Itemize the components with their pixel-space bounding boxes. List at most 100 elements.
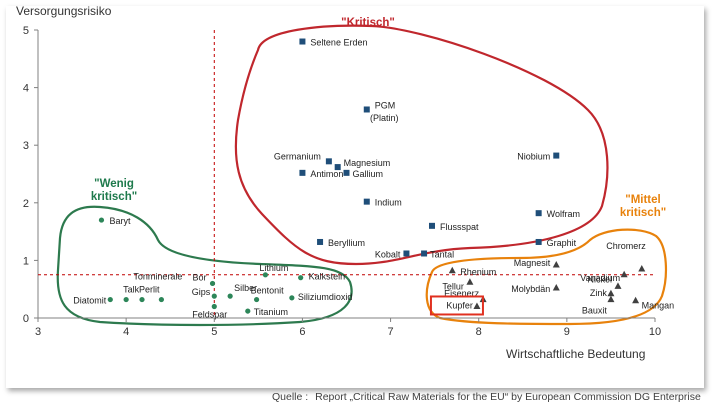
point-wenig-feldspar — [211, 303, 217, 310]
y-axis-label: Versorgungsrisiko — [16, 4, 112, 18]
point-kritisch-antimon — [299, 169, 306, 176]
point-kritisch-indium — [363, 198, 370, 205]
point-wenig-kalkstein — [298, 275, 304, 281]
label-wenig-gips: Gips — [192, 287, 211, 297]
x-axis-label: Wirtschaftliche Bedeutung — [506, 347, 645, 361]
point-mittel-tellur — [466, 278, 474, 285]
kritisch-region-outline — [234, 24, 609, 266]
point-mittel-zink — [607, 289, 615, 297]
label-wenig-diatomit: Diatomit — [73, 296, 107, 306]
point-kritisch-magnesium — [334, 164, 341, 171]
point-wenig-talk — [123, 296, 129, 303]
point-wenig-gips — [211, 293, 217, 299]
label-mittel-mangan: Mangan — [642, 301, 675, 311]
y-tick-label: 1 — [23, 255, 29, 267]
point-wenig-silber — [227, 293, 233, 299]
point-kritisch-kobalt — [403, 250, 410, 257]
point-kritisch-tantal — [421, 250, 428, 257]
point-mittel-rhenium — [448, 266, 456, 274]
point-wenig-lithium — [262, 272, 269, 278]
wenig-region-outline — [56, 205, 353, 327]
label-wenig-baryt: Baryt — [109, 216, 131, 226]
x-tick-label: 5 — [211, 326, 217, 338]
label-mittel-eisenerz: Eisenerz — [444, 289, 480, 299]
point-wenig-titanium — [245, 308, 251, 314]
point-wenig-tonminerale — [158, 296, 164, 303]
label-wenig-titanium: Titanium — [254, 307, 288, 317]
label-kritisch-kobalt: Kobalt — [375, 249, 401, 259]
y-tick-label: 0 — [23, 313, 29, 325]
x-tick-label: 10 — [649, 326, 661, 338]
point-mittel-vanadium — [620, 270, 628, 278]
point-kritisch-gallium — [343, 169, 350, 176]
point-mittel-magnesit — [552, 261, 560, 268]
x-tick-label: 3 — [35, 326, 41, 338]
label-wenig-feldspar: Feldspar — [192, 309, 227, 319]
label-wenig-perlit: Perlit — [139, 285, 160, 295]
kupfer-highlight-box — [429, 295, 484, 316]
y-tick-label: 3 — [23, 140, 29, 152]
wenig-title-line1: "Wenig — [94, 178, 134, 190]
kritisch-title: "Kritisch" — [341, 17, 395, 29]
point-kritisch-pgm — [363, 106, 370, 113]
label-wenig-bor: Bor — [193, 272, 207, 282]
point-wenig-bor — [209, 280, 216, 287]
label-kritisch-graphit: Graphit — [547, 238, 577, 248]
label-kritisch-gallium: Gallium — [353, 169, 384, 179]
source-citation: Quelle : Report „Critical Raw Materials … — [272, 391, 705, 403]
point-wenig-diatomit — [107, 296, 113, 303]
label-kritisch-flussspat: Flussspat — [440, 222, 479, 232]
label-mittel-magnesit: Magnesit — [514, 258, 551, 268]
mittel-region-outline — [425, 228, 668, 326]
label-kritisch-seltene-erden: Seltene Erden — [310, 38, 367, 48]
point-wenig-perlit — [139, 296, 145, 303]
label-kritisch-beryllium: Beryllium — [328, 238, 365, 248]
label-mittel-tellur: Tellur — [442, 281, 464, 291]
point-mittel-kupfer — [473, 302, 481, 309]
point-kritisch-niobium — [553, 152, 560, 159]
y-tick-label: 2 — [23, 198, 29, 210]
label-kritisch-wolfram: Wolfram — [547, 209, 580, 219]
mittel-title-line1: "Mittel — [625, 194, 660, 206]
label-mittel-nickel: Nickel — [587, 274, 612, 284]
point-wenig-bentonit — [253, 296, 260, 303]
label-wenig-tonminerale: Tonminerale — [133, 272, 182, 282]
label-wenig-silber: Silber — [234, 283, 257, 293]
threshold-lines — [38, 30, 655, 318]
mittel-title-line2: kritisch" — [620, 207, 666, 219]
label-wenig-talk: Talk — [123, 285, 140, 295]
label-wenig-siliziumdioxid: Siliziumdioxid — [298, 292, 353, 302]
label-kritisch-antimon: Antimon — [310, 169, 343, 179]
point-kritisch-wolfram — [535, 210, 542, 217]
label-mittel-chromerz: Chromerz — [606, 241, 646, 251]
label-mittel-kupfer: Kupfer — [446, 300, 473, 310]
label-wenig-lithium: Lithium — [259, 263, 288, 273]
point-kritisch-germanium — [325, 158, 332, 165]
label-mittel-zink: Zink — [590, 288, 608, 298]
label-mittel-molybd-n: Molybdän — [511, 284, 550, 294]
source-text: Report „Critical Raw Materials for the E… — [315, 391, 701, 403]
label-kritisch-indium: Indium — [375, 198, 402, 208]
point-kritisch-graphit — [535, 238, 542, 245]
point-mittel-mangan — [632, 296, 640, 304]
label-kritisch-tantal: Tantal — [430, 249, 454, 259]
label-mittel-bauxit: Bauxit — [582, 306, 608, 316]
label-kritisch-niobium: Niobium — [517, 152, 550, 162]
label-wenig-bentonit: Bentonit — [251, 286, 285, 296]
label-kritisch-pgm: PGM — [375, 100, 396, 110]
point-mittel-molybd-n — [552, 284, 560, 291]
x-tick-label: 6 — [299, 326, 305, 338]
label-kritisch-germanium: Germanium — [274, 151, 321, 161]
y-tick-label: 5 — [23, 25, 29, 37]
source-prefix: Quelle : — [272, 391, 309, 403]
point-wenig-baryt — [98, 217, 105, 223]
label-wenig-kalkstein: Kalkstein — [309, 272, 346, 282]
x-tick-label: 7 — [388, 326, 394, 338]
point-mittel-chromerz — [638, 265, 646, 272]
group-regions — [56, 24, 668, 327]
point-kritisch-flussspat — [428, 222, 435, 229]
